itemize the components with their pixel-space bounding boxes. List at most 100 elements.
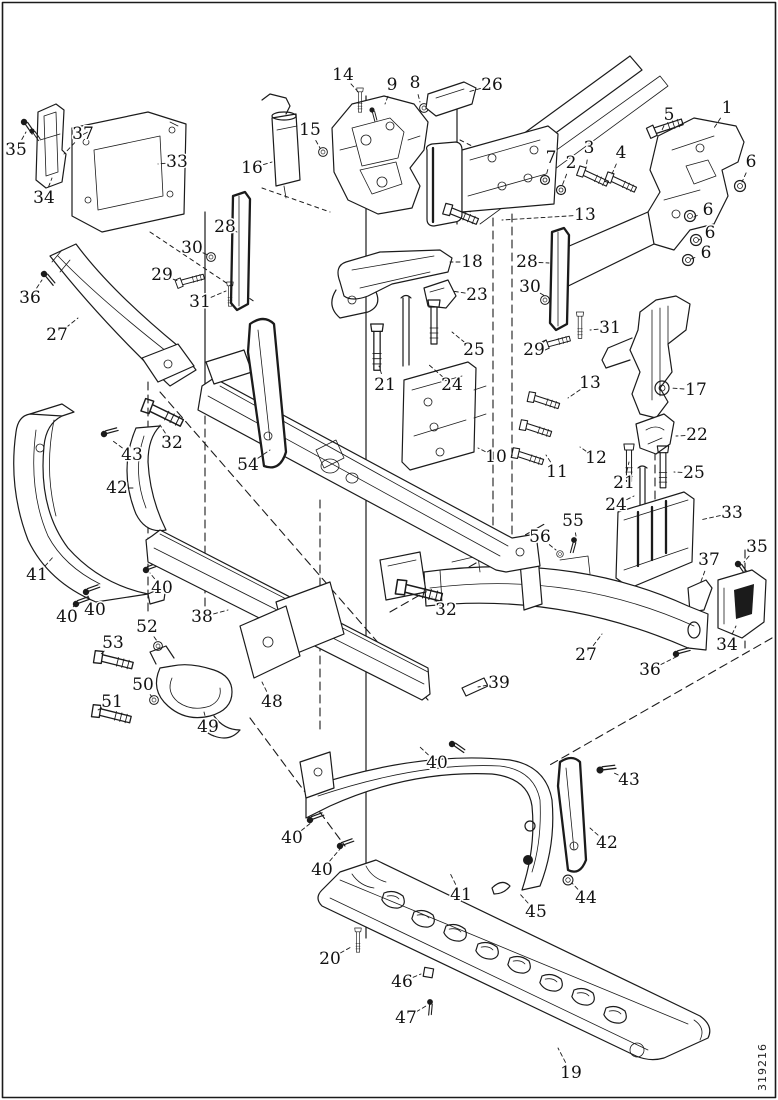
callout-20: 20 bbox=[319, 949, 341, 969]
callout-32: 32 bbox=[161, 433, 183, 453]
callout-33: 33 bbox=[166, 152, 188, 172]
callout-leader-14 bbox=[350, 83, 361, 95]
callout-21: 21 bbox=[374, 375, 396, 395]
callout-leader-36 bbox=[36, 279, 43, 289]
callout-leader-52 bbox=[153, 636, 158, 642]
callout-leader-29 bbox=[542, 339, 547, 343]
callout-leader-43 bbox=[611, 771, 619, 776]
part-filler-strip-28-left bbox=[174, 190, 252, 312]
callout-24: 24 bbox=[605, 495, 627, 515]
callout-22: 22 bbox=[686, 425, 708, 445]
callout-52: 52 bbox=[136, 617, 158, 637]
callout-leader-6 bbox=[698, 238, 701, 241]
callout-12: 12 bbox=[585, 448, 607, 468]
callout-leader-36 bbox=[660, 656, 677, 666]
callout-leader-56 bbox=[548, 544, 557, 551]
callout-43: 43 bbox=[618, 770, 640, 790]
callout-10: 10 bbox=[485, 447, 507, 467]
callout-leader-40 bbox=[300, 821, 313, 831]
part-pad-42-right bbox=[304, 756, 588, 895]
callout-leader-40 bbox=[329, 848, 341, 862]
callout-leader-33 bbox=[157, 162, 166, 165]
callout-47: 47 bbox=[395, 1008, 417, 1028]
part-brackets-37-34-right bbox=[687, 558, 767, 639]
callout-leader-33 bbox=[699, 515, 721, 521]
callout-46: 46 bbox=[391, 972, 413, 992]
callout-leader-53 bbox=[99, 650, 105, 656]
callout-53: 53 bbox=[102, 633, 124, 653]
callout-42: 42 bbox=[596, 833, 618, 853]
callout-14: 14 bbox=[332, 65, 354, 85]
fasteners-13-11-12 bbox=[509, 390, 562, 468]
callout-31: 31 bbox=[599, 318, 621, 338]
callout-34: 34 bbox=[716, 635, 738, 655]
callout-18: 18 bbox=[461, 252, 483, 272]
callout-leader-21 bbox=[626, 461, 630, 472]
callout-25: 25 bbox=[463, 340, 485, 360]
callout-leader-41 bbox=[44, 555, 55, 567]
callout-leader-24 bbox=[427, 363, 444, 378]
callout-7: 7 bbox=[546, 148, 557, 168]
part-impact-bar-54 bbox=[139, 349, 541, 573]
part-frame-bracket-plate bbox=[425, 125, 559, 227]
part-skid-plate-19 bbox=[317, 859, 711, 1061]
callout-15: 15 bbox=[299, 120, 321, 140]
callout-leader-34 bbox=[731, 625, 737, 635]
callout-leader-3 bbox=[585, 159, 588, 169]
callout-leader-27 bbox=[65, 317, 79, 328]
callout-leader-37 bbox=[699, 570, 706, 585]
part-bracket-23 bbox=[423, 279, 457, 309]
callout-leader-37 bbox=[63, 142, 76, 155]
callout-37: 37 bbox=[72, 124, 94, 144]
callout-leader-45 bbox=[519, 893, 529, 904]
callout-leader-6 bbox=[690, 257, 696, 260]
callout-leader-39 bbox=[477, 684, 488, 688]
callout-leader-13 bbox=[567, 389, 581, 399]
callout-leader-16 bbox=[263, 161, 273, 166]
callout-49: 49 bbox=[197, 717, 219, 737]
callout-leader-25 bbox=[451, 331, 466, 343]
callout-45: 45 bbox=[525, 902, 547, 922]
callout-leader-24 bbox=[626, 495, 635, 501]
part-bracket-22 bbox=[635, 413, 675, 455]
callout-29: 29 bbox=[151, 265, 173, 285]
callout-leader-54 bbox=[257, 449, 271, 459]
callout-leader-8 bbox=[417, 94, 421, 103]
part-beam-38 bbox=[145, 529, 431, 701]
callout-leader-43 bbox=[112, 440, 123, 449]
callout-leader-32 bbox=[431, 596, 438, 603]
callout-39: 39 bbox=[488, 673, 510, 693]
callout-13: 13 bbox=[579, 373, 601, 393]
part-bracket-1 bbox=[555, 117, 745, 293]
callout-leader-26 bbox=[467, 87, 481, 93]
part-reinforcement-bar-27-right bbox=[379, 536, 709, 651]
part-pads-42-43-left bbox=[99, 317, 288, 532]
callout-leader-40 bbox=[87, 595, 91, 600]
callout-28: 28 bbox=[214, 217, 236, 237]
callout-43: 43 bbox=[121, 445, 143, 465]
part-plate-33-left bbox=[71, 111, 187, 233]
callout-leader-32 bbox=[159, 424, 166, 434]
callout-leader-27 bbox=[592, 633, 603, 646]
callout-28: 28 bbox=[516, 252, 538, 272]
callout-leader-1 bbox=[713, 117, 721, 129]
callout-leader-9 bbox=[384, 95, 389, 105]
callout-leader-20 bbox=[339, 946, 352, 954]
callout-leader-6 bbox=[741, 172, 747, 183]
callout-38: 38 bbox=[191, 607, 213, 627]
callout-30: 30 bbox=[519, 277, 541, 297]
callout-40: 40 bbox=[426, 753, 448, 773]
part-mount-plate-10 bbox=[401, 361, 487, 471]
callout-leader-11 bbox=[545, 454, 551, 463]
fasteners-bottom bbox=[354, 927, 436, 1016]
part-bracket-34-left bbox=[18, 103, 67, 189]
callout-30: 30 bbox=[181, 238, 203, 258]
part-face-bar-41-left bbox=[13, 403, 167, 605]
part-filler-strip-28-right bbox=[540, 226, 584, 352]
callout-35: 35 bbox=[746, 537, 768, 557]
callout-6: 6 bbox=[705, 223, 716, 243]
callout-50: 50 bbox=[132, 675, 154, 695]
callout-leader-47 bbox=[415, 1005, 427, 1013]
callout-31: 31 bbox=[189, 292, 211, 312]
